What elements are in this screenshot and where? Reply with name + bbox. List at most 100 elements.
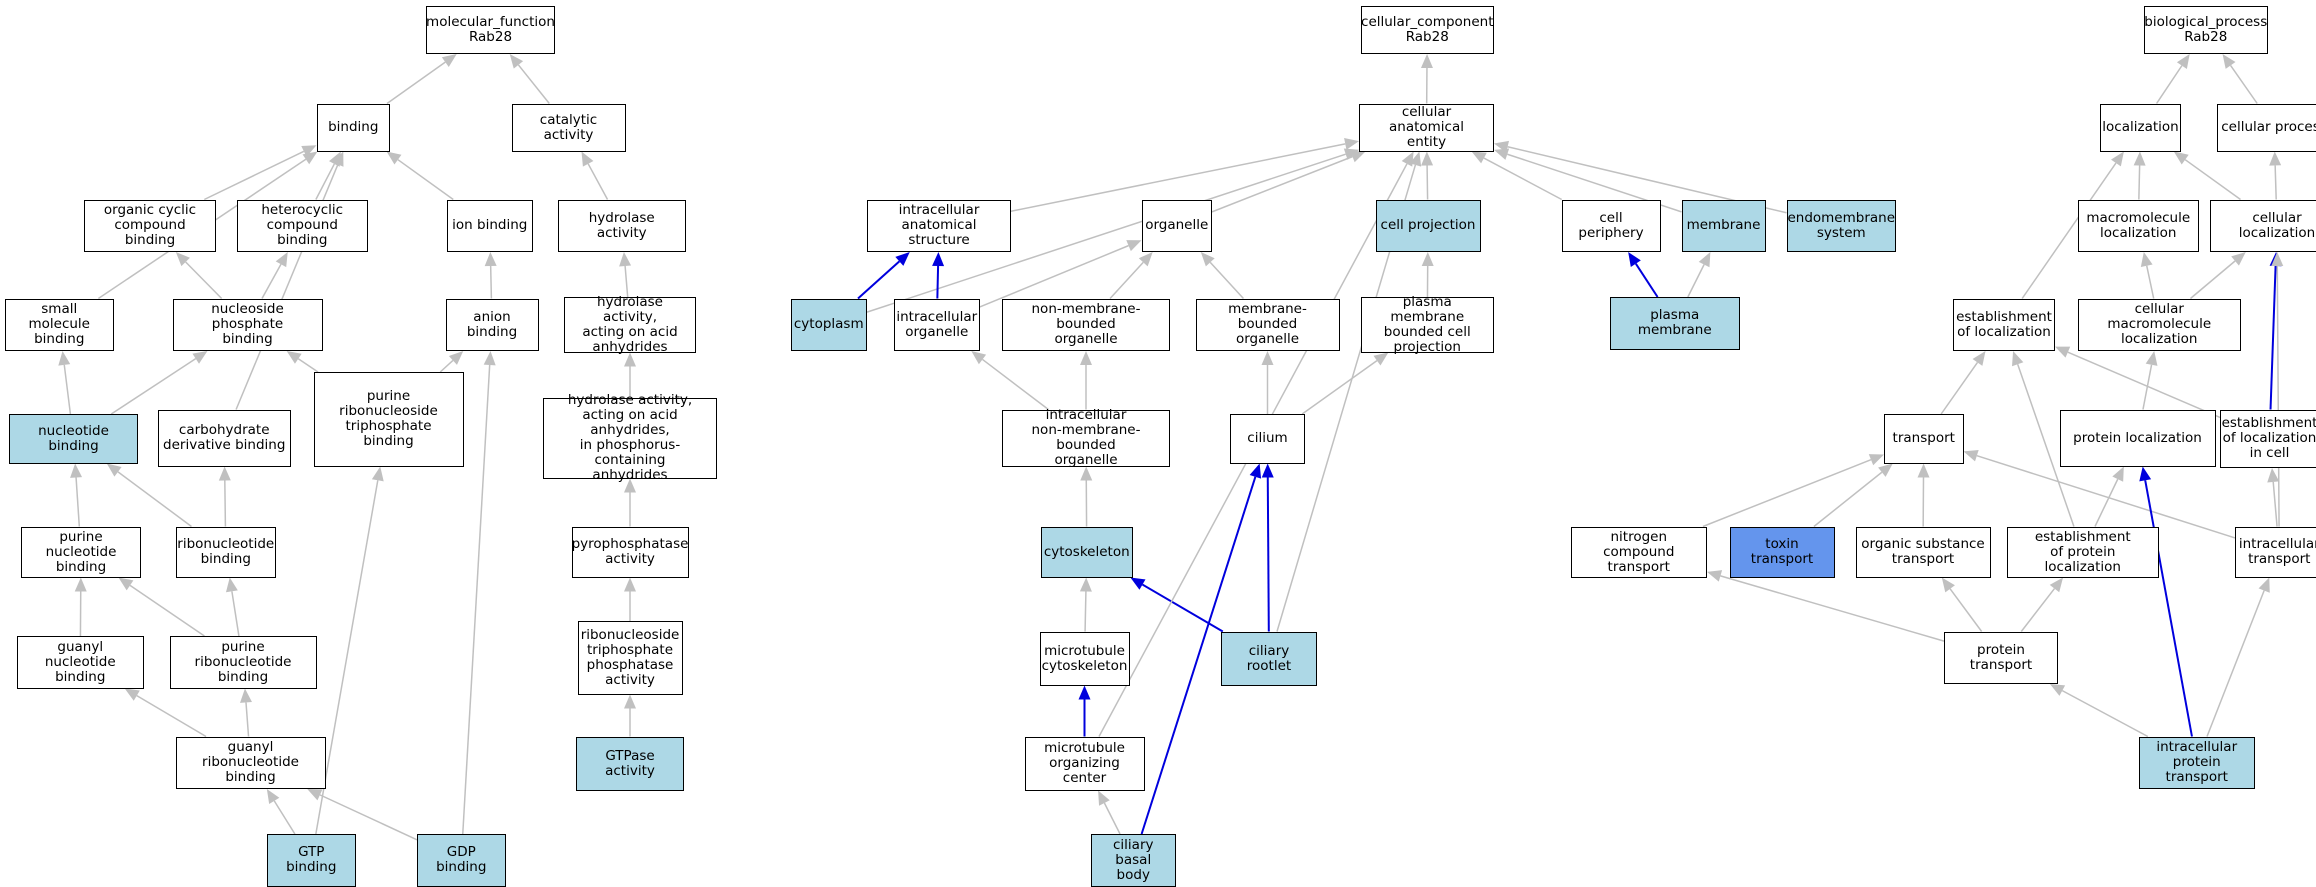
edge-cilium-to-pmbcp <box>1302 361 1377 414</box>
go-term-transport[interactable]: transport <box>1884 414 1964 464</box>
go-term-purine-nucleotide-binding[interactable]: purine nucleotide binding <box>21 527 141 578</box>
edge-cytoplasm-to-ias <box>858 261 899 298</box>
go-term-macromolecule-localization[interactable]: macromolecule localization <box>2078 200 2200 253</box>
go-term-hydrolase-activity-acting-on-acid-anhydrides-in-phosphorus-containing-anhydrides[interactable]: hydrolase activity, acting on acid anhyd… <box>543 398 717 479</box>
go-term-cellular-process[interactable]: cellular process <box>2217 104 2316 152</box>
edge-intratrans-to-cellloc <box>2277 266 2279 527</box>
go-term-intracellular-organelle[interactable]: intracellular organelle <box>894 299 980 352</box>
edge-cmloc-to-cellloc <box>2190 261 2235 298</box>
go-term-protein-transport[interactable]: protein transport <box>1944 632 2058 685</box>
arrowhead-purribo-to-purnuc <box>118 578 133 591</box>
edge-intraprot-to-protloc <box>2145 480 2192 736</box>
go-term-hydrolase-activity[interactable]: hydrolase activity <box>558 200 686 253</box>
go-term-organic-substance-transport[interactable]: organic substance transport <box>1856 527 1991 578</box>
edge-guanribo-to-purribo <box>246 702 249 736</box>
edge-plasmamem-to-cellper <box>1636 264 1658 297</box>
edge-cellper-to-cae <box>1484 158 1562 199</box>
edge-inmbo-to-intorg <box>982 359 1048 409</box>
edge-catalytic-to-mf <box>518 65 549 104</box>
go-term-small-molecule-binding[interactable]: small molecule binding <box>5 299 115 352</box>
go-term-gtpase-activity[interactable]: GTPase activity <box>576 737 684 791</box>
arrowhead-nucphos-to-hetcyc <box>276 252 288 267</box>
go-term-cellular-localization[interactable]: cellular localization <box>2210 200 2316 253</box>
edge-cilroot-to-cilium <box>1268 477 1269 631</box>
go-term-gtp-binding[interactable]: GTP binding <box>267 834 356 887</box>
go-term-protein-localization[interactable]: protein localization <box>2060 410 2216 467</box>
go-term-plasma-membrane[interactable]: plasma membrane <box>1610 297 1741 350</box>
go-term-establishment-of-localization[interactable]: establishment of localization <box>1953 299 2055 352</box>
go-term-purine-ribonucleotide-binding[interactable]: purine ribonucleotide binding <box>170 636 317 689</box>
go-term-guanyl-nucleotide-binding[interactable]: guanyl nucleotide binding <box>17 636 145 689</box>
go-term-cell-projection[interactable]: cell projection <box>1376 200 1481 253</box>
go-term-membrane-bounded-organelle[interactable]: membrane-bounded organelle <box>1196 299 1340 352</box>
go-term-anion-binding[interactable]: anion binding <box>446 299 539 352</box>
go-term-pyrophosphatase-activity[interactable]: pyrophosphatase activity <box>572 527 689 578</box>
go-term-gdp-binding[interactable]: GDP binding <box>417 834 506 887</box>
go-term-membrane[interactable]: membrane <box>1682 200 1766 253</box>
arrowhead-ias-to-cae <box>1344 138 1359 150</box>
go-term-biological-process-rab28[interactable]: biological_process Rab28 <box>2144 6 2269 54</box>
edge-gdpb-to-anionb <box>463 365 490 834</box>
go-term-plasma-membrane-bounded-cell-projection[interactable]: plasma membrane bounded cell projection <box>1361 297 1495 353</box>
arrowhead-mtcyto-to-cytoskel <box>1080 578 1092 592</box>
edge-cellproc-to-bp <box>2231 65 2258 103</box>
go-term-nucleotide-binding[interactable]: nucleotide binding <box>9 414 138 464</box>
go-term-localization[interactable]: localization <box>2100 104 2181 152</box>
arrowhead-mtoc-to-cae <box>1402 152 1414 167</box>
edge-intratrans-to-estloccell <box>2273 482 2277 527</box>
go-term-binding[interactable]: binding <box>317 104 391 152</box>
go-term-carbohydrate-derivative-binding[interactable]: carbohydrate derivative binding <box>158 410 292 467</box>
arrowhead-toxin-to-transport <box>1878 464 1893 477</box>
go-term-cytoskeleton[interactable]: cytoskeleton <box>1041 527 1133 578</box>
go-term-ciliary-rootlet[interactable]: ciliary rootlet <box>1221 632 1317 686</box>
go-term-endomembrane-system[interactable]: endomembrane system <box>1787 200 1897 253</box>
arrowhead-hydrolase-to-catalytic <box>582 152 594 167</box>
go-term-establishment-of-protein-localization[interactable]: establishment of protein localization <box>2007 527 2159 578</box>
go-term-intracellular-non-membrane-bounded-organelle[interactable]: intracellular non-membrane-bounded organ… <box>1002 410 1170 467</box>
edge-nucb-to-smallmol <box>64 365 70 414</box>
arrowhead-ribonuc-to-carbo <box>219 467 231 481</box>
edge-mbo-to-organelle <box>1210 262 1243 298</box>
go-term-microtubule-cytoskeleton[interactable]: microtubule cytoskeleton <box>1040 632 1130 686</box>
edge-ionb-to-binding <box>398 160 453 200</box>
go-term-cilium[interactable]: cilium <box>1230 414 1305 464</box>
go-term-cytoplasm[interactable]: cytoplasm <box>791 299 868 352</box>
arrowhead-intorg-to-ias <box>932 252 944 266</box>
edge-nitro-to-transport <box>1703 460 1871 527</box>
go-term-toxin-transport[interactable]: toxin transport <box>1730 527 1835 578</box>
go-term-cellular-macromolecule-localization[interactable]: cellular macromolecule localization <box>2078 299 2242 352</box>
edge-purnuc-to-nucb <box>76 477 79 526</box>
go-term-ion-binding[interactable]: ion binding <box>447 200 533 253</box>
go-term-cellular-anatomical-entity[interactable]: cellular anatomical entity <box>1359 104 1494 152</box>
go-term-establishment-of-localization-in-cell[interactable]: establishment of localization in cell <box>2220 410 2316 469</box>
go-term-microtubule-organizing-center[interactable]: microtubule organizing center <box>1025 737 1145 791</box>
go-term-non-membrane-bounded-organelle[interactable]: non-membrane-bounded organelle <box>1002 299 1170 352</box>
edge-cilbasal-to-mtoc <box>1104 803 1120 834</box>
arrowhead-cytoskel-to-inmbo <box>1080 467 1092 481</box>
go-term-heterocyclic-compound-binding[interactable]: heterocyclic compound binding <box>237 200 368 253</box>
go-term-nitrogen-compound-transport[interactable]: nitrogen compound transport <box>1571 527 1708 578</box>
go-term-cellular-component-rab28[interactable]: cellular_component Rab28 <box>1361 6 1495 54</box>
arrowhead-cmloc-to-macroloc <box>2141 252 2153 267</box>
go-term-intracellular-protein-transport[interactable]: intracellular protein transport <box>2139 737 2255 790</box>
go-term-cell-periphery[interactable]: cell periphery <box>1562 200 1661 253</box>
arrowhead-cilroot-to-cilium <box>1262 464 1274 478</box>
go-term-intracellular-transport[interactable]: intracellular transport <box>2235 527 2316 578</box>
arrowhead-purribo-to-ribonuc <box>226 578 238 593</box>
go-term-ribonucleotide-binding[interactable]: ribonucleotide binding <box>176 527 277 578</box>
go-term-organelle[interactable]: organelle <box>1142 200 1213 253</box>
edge-binding-to-mf <box>387 62 445 103</box>
go-term-ciliary-basal-body[interactable]: ciliary basal body <box>1091 834 1177 887</box>
edge-purtri-to-nucphos <box>298 359 318 372</box>
go-term-intracellular-anatomical-structure[interactable]: intracellular anatomical structure <box>867 200 1011 253</box>
go-term-catalytic-activity[interactable]: catalytic activity <box>512 104 626 152</box>
go-term-guanyl-ribonucleotide-binding[interactable]: guanyl ribonucleotide binding <box>176 737 326 790</box>
arrowhead-intratrans-to-estloccell <box>2267 468 2279 482</box>
go-term-organic-cyclic-compound-binding[interactable]: organic cyclic compound binding <box>84 200 216 253</box>
arrowhead-guanribo-to-guanuc <box>125 689 140 701</box>
go-term-nucleoside-phosphate-binding[interactable]: nucleoside phosphate binding <box>173 299 323 352</box>
go-term-hydrolase-activity-acting-on-acid-anhydrides[interactable]: hydrolase activity, acting on acid anhyd… <box>564 297 696 353</box>
go-term-purine-ribonucleoside-triphosphate-binding[interactable]: purine ribonucleoside triphosphate bindi… <box>314 372 464 467</box>
go-term-molecular-function-rab28[interactable]: molecular_function Rab28 <box>426 6 555 54</box>
go-term-ribonucleoside-triphosphate-phosphatase-activity[interactable]: ribonucleoside triphosphate phosphatase … <box>578 621 683 695</box>
